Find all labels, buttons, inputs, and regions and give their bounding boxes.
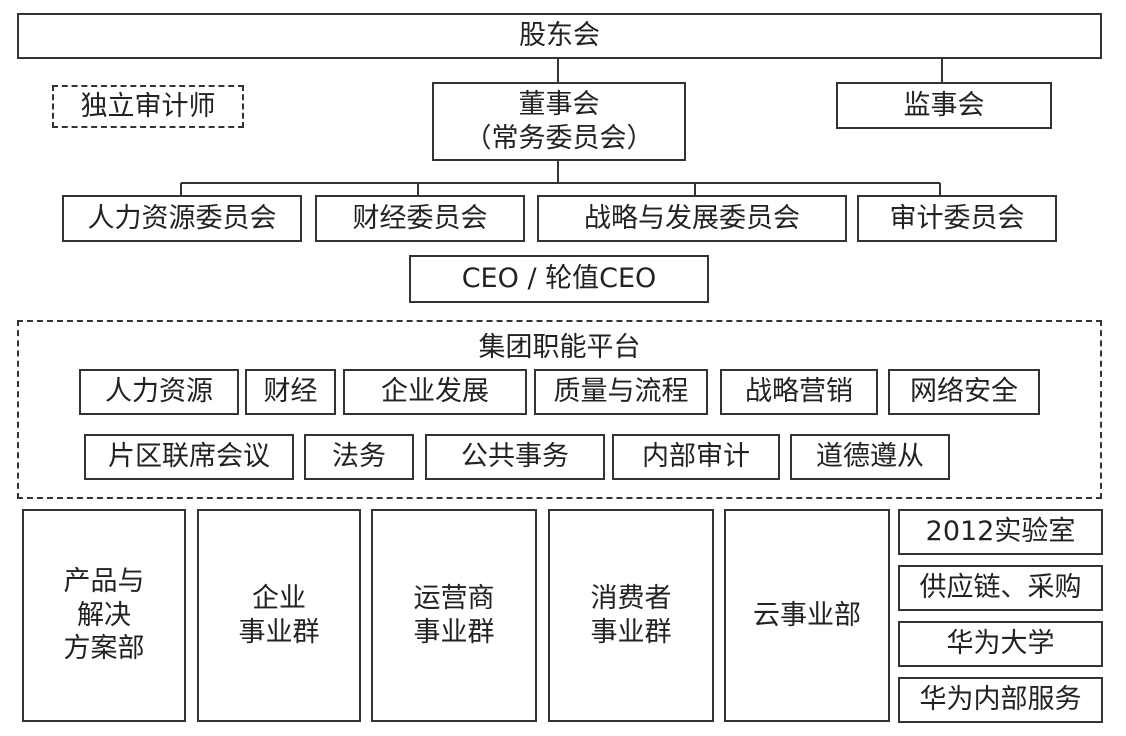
business-group-label: 方案部 (63, 633, 145, 665)
platform-item: 人力资源 (79, 369, 239, 415)
business-group-label: 事业群 (413, 616, 495, 648)
platform-item-label: 内部审计 (642, 441, 750, 473)
platform-item: 质量与流程 (534, 369, 708, 415)
unit-label: 华为大学 (946, 628, 1055, 660)
committee-label: 人力资源委员会 (87, 202, 277, 234)
platform-item-label: 法务 (332, 441, 386, 473)
platform-item-label: 财经 (263, 376, 318, 408)
committee-label: 战略与发展委员会 (584, 202, 800, 234)
unit-supply-chain: 供应链、采购 (898, 565, 1103, 611)
platform-item-label: 道德遵从 (816, 441, 924, 473)
board-sublabel: （常务委员会） (464, 122, 654, 154)
committee-label: 财经委员会 (352, 202, 488, 234)
committee-audit: 审计委员会 (857, 195, 1057, 242)
platform-item: 内部审计 (612, 434, 780, 480)
business-group-enterprise: 企业 事业群 (197, 509, 361, 722)
unit-label: 华为内部服务 (919, 684, 1082, 716)
unit-internal-services: 华为内部服务 (898, 677, 1103, 723)
business-group-label: 事业群 (238, 616, 320, 648)
board-label: 董事会 (518, 88, 600, 120)
board-box: 董事会 （常务委员会） (432, 82, 686, 161)
platform-item: 道德遵从 (790, 434, 950, 480)
group-platform-container (17, 320, 1102, 499)
platform-item: 企业发展 (343, 369, 527, 415)
unit-label: 2012实验室 (925, 516, 1076, 548)
platform-item: 网络安全 (888, 369, 1040, 415)
committee-label: 审计委员会 (889, 202, 1025, 234)
business-group-cloud: 云事业部 (724, 509, 890, 722)
platform-item: 法务 (304, 434, 414, 480)
committee-strategy: 战略与发展委员会 (537, 195, 847, 242)
business-group-products-solutions: 产品与 解决 方案部 (22, 509, 186, 722)
business-group-label: 运营商 (413, 582, 495, 614)
ceo-label: CEO / 轮值CEO (461, 263, 657, 295)
platform-item: 片区联席会议 (84, 434, 294, 480)
platform-item-label: 网络安全 (910, 376, 1018, 408)
unit-huawei-university: 华为大学 (898, 621, 1103, 667)
business-group-label: 解决 (77, 599, 131, 631)
independent-auditor-label: 独立审计师 (80, 90, 216, 122)
independent-auditor-box: 独立审计师 (52, 85, 244, 128)
business-group-label: 消费者 (590, 582, 672, 614)
shareholders-box: 股东会 (17, 13, 1102, 59)
platform-item: 战略营销 (720, 369, 878, 415)
platform-item-label: 质量与流程 (553, 376, 689, 408)
platform-item-label: 人力资源 (105, 376, 213, 408)
platform-item-label: 片区联席会议 (108, 441, 270, 473)
business-group-label: 产品与 (63, 565, 145, 597)
business-group-consumer: 消费者 事业群 (548, 509, 714, 722)
business-group-label: 云事业部 (753, 599, 861, 631)
platform-title: 集团职能平台 (478, 332, 641, 363)
unit-label: 供应链、采购 (919, 572, 1082, 604)
platform-item: 财经 (245, 369, 336, 415)
unit-2012-lab: 2012实验室 (898, 509, 1103, 555)
business-group-label: 事业群 (590, 616, 672, 648)
ceo-box: CEO / 轮值CEO (409, 255, 709, 303)
platform-item-label: 战略营销 (745, 376, 853, 408)
platform-item-label: 企业发展 (381, 376, 489, 408)
platform-item-label: 公共事务 (461, 441, 569, 473)
business-group-carrier: 运营商 事业群 (371, 509, 537, 722)
shareholders-label: 股东会 (519, 20, 600, 52)
committee-finance: 财经委员会 (315, 195, 525, 242)
business-group-label: 企业 (252, 582, 306, 614)
platform-item: 公共事务 (425, 434, 605, 480)
committee-hr: 人力资源委员会 (62, 195, 302, 242)
supervisory-label: 监事会 (903, 89, 985, 121)
supervisory-box: 监事会 (836, 82, 1052, 129)
